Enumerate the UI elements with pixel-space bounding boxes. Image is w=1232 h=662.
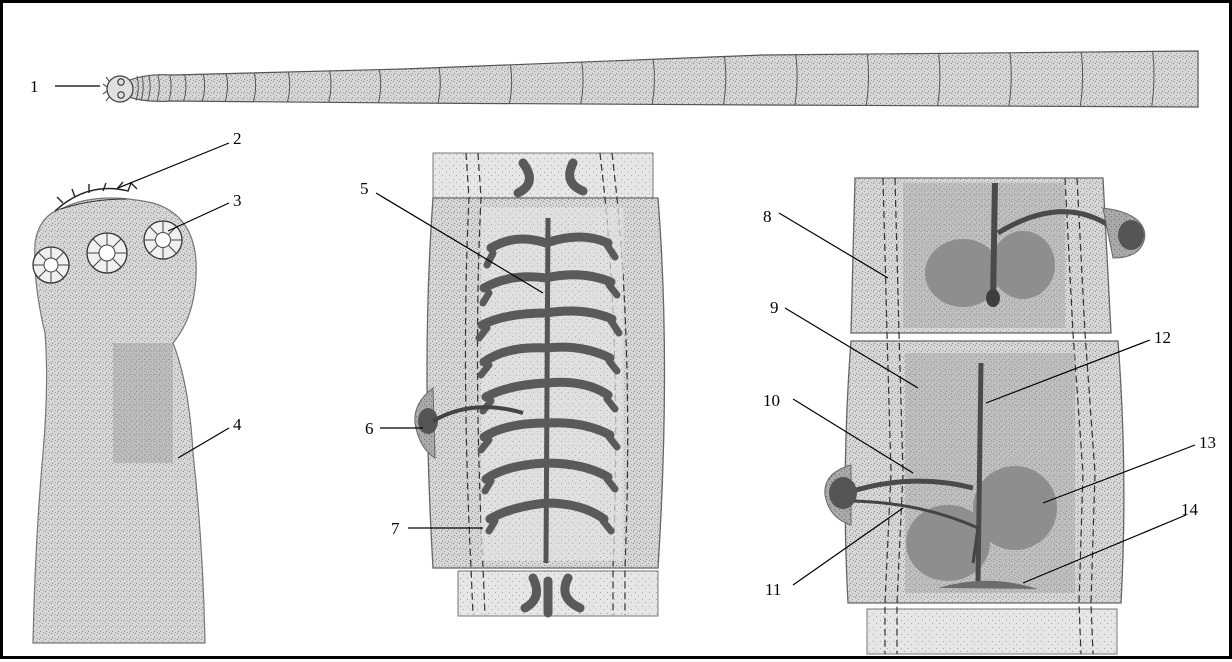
scolex-detail [33,182,205,643]
label-5: 5 [360,179,369,198]
label-6: 6 [365,419,374,438]
worm-body [123,51,1198,107]
label-7: 7 [391,519,400,538]
tapeworm-anatomy-diagram: 1 2 3 4 5 6 7 8 9 10 11 12 13 14 [3,3,1232,662]
label-8: 8 [763,207,772,226]
whole-worm [103,51,1198,107]
label-14: 14 [1181,500,1199,519]
label-1: 1 [30,77,39,96]
label-9: 9 [770,298,779,317]
label-2: 2 [233,129,242,148]
label-13: 13 [1199,433,1216,452]
label-10: 10 [763,391,780,410]
worm-scolex [103,76,133,102]
label-3: 3 [233,191,242,210]
label-12: 12 [1154,328,1171,347]
label-4: 4 [233,415,242,434]
leader-2 [118,143,229,188]
sucker-left [33,247,69,283]
right-proglottids [825,178,1145,654]
label-11: 11 [765,580,781,599]
middle-proglottid [415,153,665,616]
sucker-middle [87,233,127,273]
